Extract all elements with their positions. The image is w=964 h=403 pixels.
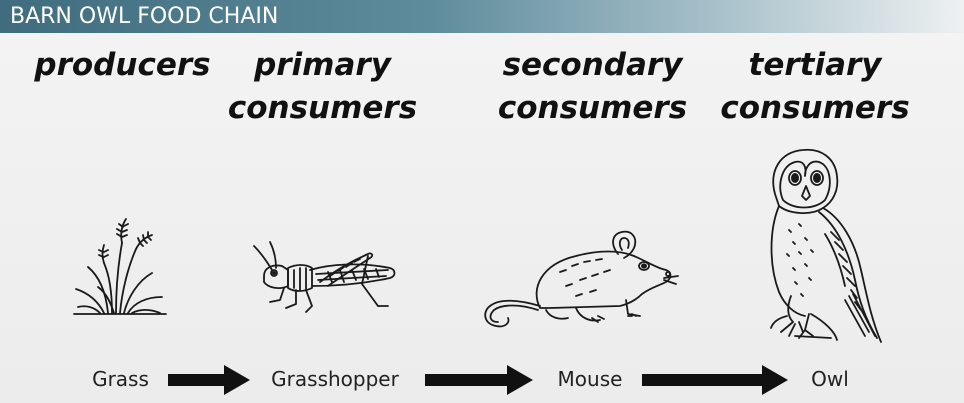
arrow-icon-grass-to-grasshopper (168, 363, 250, 397)
heading-secondary-line2: consumers (497, 90, 688, 126)
mouse-icon (484, 230, 679, 328)
heading-producers: producers (20, 44, 225, 87)
heading-secondary-consumers: secondary consumers (480, 44, 705, 130)
grass-icon (73, 218, 167, 315)
label-grasshopper: Grasshopper (271, 367, 399, 391)
heading-primary-line2: consumers (227, 90, 418, 126)
heading-secondary-line1: secondary (502, 47, 683, 83)
heading-primary-consumers: primary consumers (205, 44, 440, 130)
arrow-icon-mouse-to-owl (642, 363, 788, 397)
slide-title: BARN OWL FOOD CHAIN (10, 4, 279, 29)
heading-primary-line1: primary (254, 47, 391, 83)
heading-tertiary-consumers: tertiary consumers (700, 44, 930, 130)
label-grass: Grass (92, 367, 149, 391)
label-owl: Owl (811, 367, 849, 391)
title-bar: BARN OWL FOOD CHAIN (0, 0, 964, 33)
grasshopper-icon (253, 241, 396, 313)
heading-producers-line1: producers (34, 47, 211, 83)
owl-icon (770, 148, 882, 343)
heading-tertiary-line1: tertiary (748, 47, 882, 83)
label-mouse: Mouse (557, 367, 623, 391)
arrow-icon-grasshopper-to-mouse (425, 363, 533, 397)
heading-tertiary-line2: consumers (720, 90, 910, 126)
